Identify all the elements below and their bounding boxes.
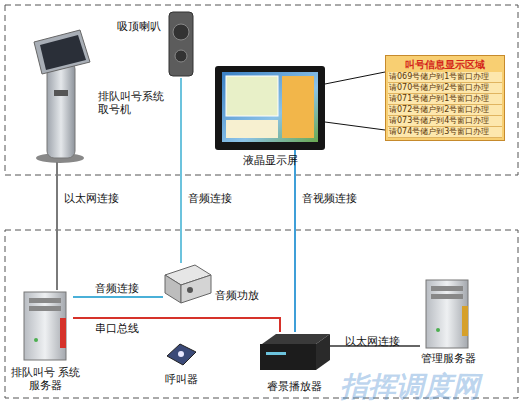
call-message: 请072号储户到2号窗口办理	[388, 105, 502, 116]
connection-label: 以太网连接	[345, 335, 400, 348]
leader-line	[325, 72, 385, 84]
audio-amplifier: 音频功放	[163, 263, 211, 303]
device-label: 排队叫号系统 取号机	[98, 90, 170, 116]
connection-label: 以太网连接	[64, 192, 119, 205]
device-label: 音频功放	[215, 289, 275, 302]
panel-title: 叫号信息显示区域	[388, 58, 502, 72]
caller-icon	[167, 344, 196, 365]
leader-line	[325, 122, 385, 130]
top-region	[5, 5, 518, 175]
device-label: 呼叫器	[151, 373, 211, 386]
ceiling-speaker: 吸顶喇叭	[167, 10, 195, 78]
lcd-screen: 液晶显示屏	[215, 66, 325, 150]
server-icon	[426, 280, 468, 348]
device-label: 管理服务器	[408, 352, 488, 365]
call-message: 请069号储户到1号窗口办理	[388, 72, 502, 83]
call-message: 请071号储户到1号窗口办理	[388, 94, 502, 105]
queue-server: 排队叫号 系统服务器	[18, 290, 73, 362]
amplifier-icon	[165, 265, 211, 303]
call-message: 请074号储户到3号窗口办理	[388, 127, 502, 138]
device-label: 睿景播放器	[254, 380, 334, 393]
connection-line	[56, 162, 58, 290]
connection-label: 音频连接	[95, 282, 139, 295]
call-message: 请070号储户到2号窗口办理	[388, 83, 502, 94]
kiosk-icon	[34, 30, 90, 163]
call-message: 请073号储户到4号窗口办理	[388, 116, 502, 127]
caller-device: 呼叫器	[165, 343, 197, 365]
connection-line	[294, 150, 296, 332]
connection-line	[73, 296, 163, 298]
device-label: 液晶显示屏	[215, 154, 325, 167]
watermark: 指挥调度网	[340, 368, 480, 402]
call-info-panel: 叫号信息显示区域请069号储户到1号窗口办理请070号储户到2号窗口办理请071…	[385, 55, 505, 141]
management-server: 管理服务器	[420, 278, 475, 350]
media-player: 睿景播放器	[258, 332, 330, 374]
connection-label: 串口总线	[95, 322, 139, 335]
lcd-icon	[215, 66, 325, 150]
server-icon	[24, 292, 66, 360]
connection-label: 音频连接	[188, 192, 232, 205]
connection-label: 音视频连接	[302, 192, 357, 205]
player-icon	[260, 334, 330, 370]
device-label: 吸顶喇叭	[97, 20, 161, 33]
speaker-icon	[169, 12, 193, 76]
device-label: 排队叫号 系统服务器	[8, 366, 83, 392]
ticket-kiosk: 排队叫号系统 取号机	[30, 32, 92, 162]
connection-line	[180, 78, 182, 263]
